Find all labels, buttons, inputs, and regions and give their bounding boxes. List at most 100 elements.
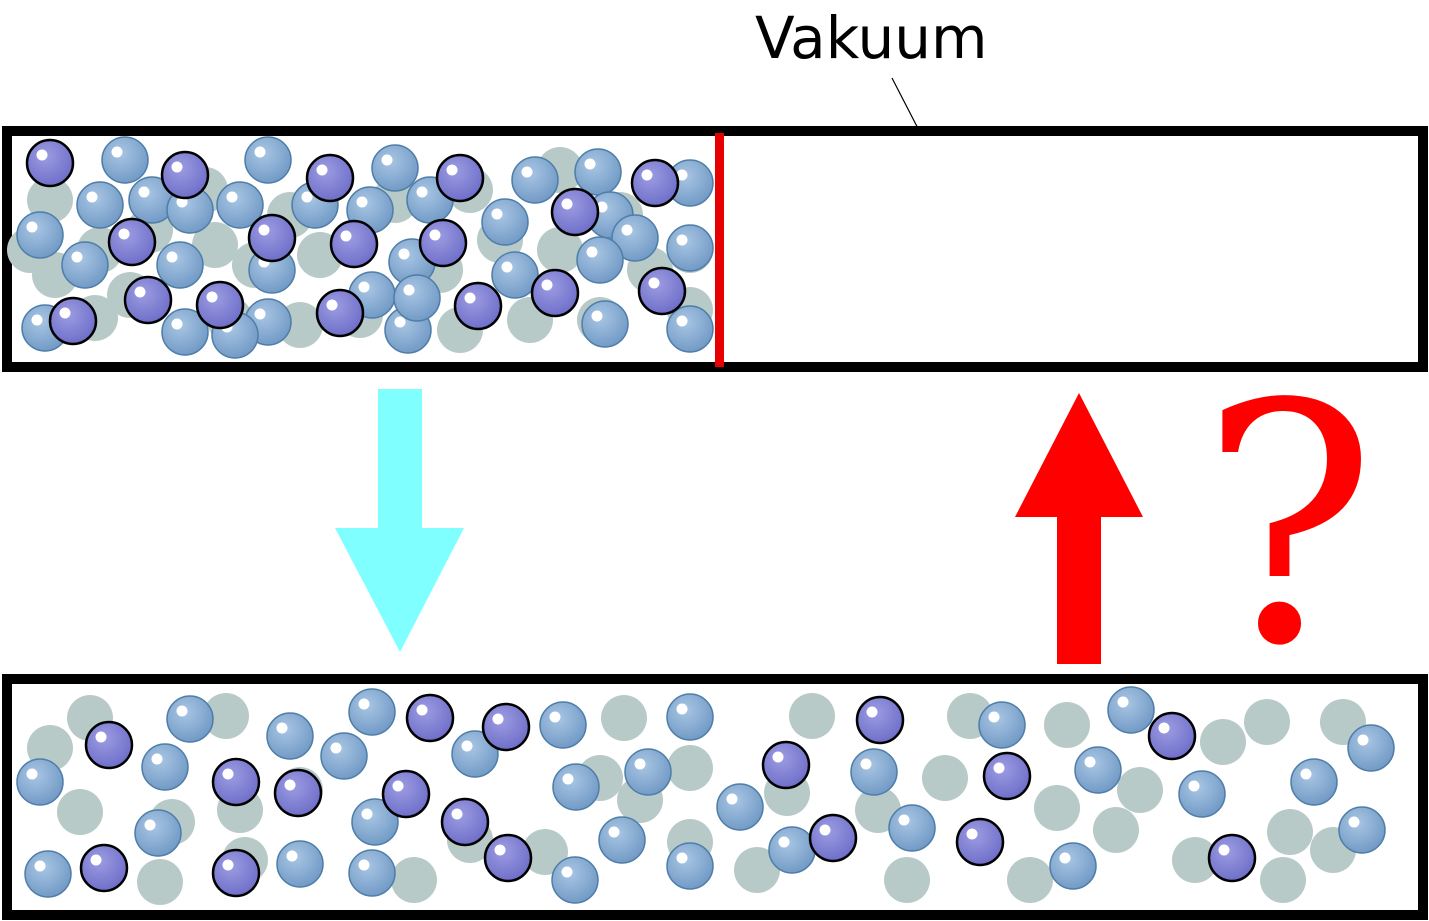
background-particle [1244,699,1290,745]
gas-particle-purple [273,768,323,818]
gas-particle-blue [76,181,124,229]
background-particle [1200,719,1246,765]
reverse-arrow [1015,393,1143,664]
gas-particle-purple [79,843,129,893]
gas-particle-blue [581,300,629,348]
background-particle [192,222,238,268]
gas-particle-blue [576,236,624,284]
gas-particle-blue [348,849,396,897]
gas-particle-purple [84,720,134,770]
gas-particle-purple [1207,833,1257,883]
gas-particle-purple [982,751,1032,801]
background-particle [203,693,249,739]
gas-particle-blue [666,224,714,272]
background-particle [1267,809,1313,855]
gas-particle-blue [216,181,264,229]
gas-particle-purple [761,740,811,790]
gas-particle-blue [888,804,936,852]
gas-particle-blue [511,156,559,204]
gas-particle-blue [666,693,714,741]
gas-particle-purple [329,219,379,269]
background-particle [1260,857,1306,903]
gas-particle-purple [435,153,485,203]
background-particle [884,857,930,903]
gas-particle-blue [666,842,714,890]
background-particle [1034,785,1080,831]
gas-particle-purple [483,833,533,883]
gas-particle-purple [440,797,490,847]
gas-particle-blue [134,809,182,857]
background-particle [734,847,780,893]
gas-particle-blue [598,816,646,864]
gas-particle-purple [418,218,468,268]
gas-particle-purple [160,150,210,200]
gas-particle-blue [166,695,214,743]
final-state-container [2,674,1428,920]
gas-particle-blue [481,198,529,246]
gas-particle-purple [107,217,157,267]
gas-particle-blue [141,743,189,791]
gas-particle-purple [381,769,431,819]
gas-particle-blue [276,840,324,888]
gas-particle-purple [247,213,297,263]
gas-particle-blue [1107,686,1155,734]
particles-full-chamber [16,686,1395,905]
gas-particle-purple [195,280,245,330]
gas-particle-blue [768,826,816,874]
gas-particle-purple [123,275,173,325]
gas-particle-blue [61,241,109,289]
gas-particle-blue [128,176,176,224]
gas-particle-purple [630,158,680,208]
gas-particle-blue [1074,746,1122,794]
gas-particle-blue [371,144,419,192]
gas-particle-purple [855,695,905,745]
background-particle [601,695,647,741]
gas-particle-purple [481,702,531,752]
initial-state-container [2,126,1428,372]
gas-particle-blue [978,701,1026,749]
gas-particle-blue [491,251,539,299]
gas-particle-blue [624,748,672,796]
gas-particle-blue [574,148,622,196]
background-particle [1172,837,1218,883]
gas-particle-blue [716,783,764,831]
gas-particle-blue [539,701,587,749]
background-particle [57,789,103,835]
gas-particle-blue [320,732,368,780]
gas-particle-blue [161,308,209,356]
gas-particle-purple [1147,711,1197,761]
gas-particle-blue [266,712,314,760]
gas-particle-blue [1338,806,1386,854]
gas-particle-blue [156,241,204,289]
gas-particle-blue [451,730,499,778]
background-particle [137,859,183,905]
gas-particle-blue [101,136,149,184]
gas-particle-purple [211,757,261,807]
partition-wall [715,133,724,367]
gas-particle-blue [1049,842,1097,890]
gas-particle-purple [808,813,858,863]
gas-particle-purple [48,296,98,346]
gas-particle-blue [552,763,600,811]
gas-particle-blue [351,798,399,846]
gas-particle-blue [1347,724,1395,772]
gas-particle-blue [611,214,659,262]
gas-particle-blue [1290,758,1338,806]
background-particle [789,693,835,739]
question-mark: ? [1200,334,1377,718]
background-particle [522,829,568,875]
vacuum-label: Vakuum [755,4,988,72]
gas-particle-purple [315,288,365,338]
particles-left-chamber [7,136,714,359]
gas-particle-blue [16,758,64,806]
gas-particle-purple [530,268,580,318]
background-particle [667,745,713,791]
background-particle [391,857,437,903]
gas-particle-blue [16,211,64,259]
background-particle [1044,702,1090,748]
expansion-arrow [335,389,464,652]
gas-particle-purple [25,138,75,188]
gas-particle-blue [666,305,714,353]
background-particle [1007,857,1053,903]
background-particle [1117,767,1163,813]
